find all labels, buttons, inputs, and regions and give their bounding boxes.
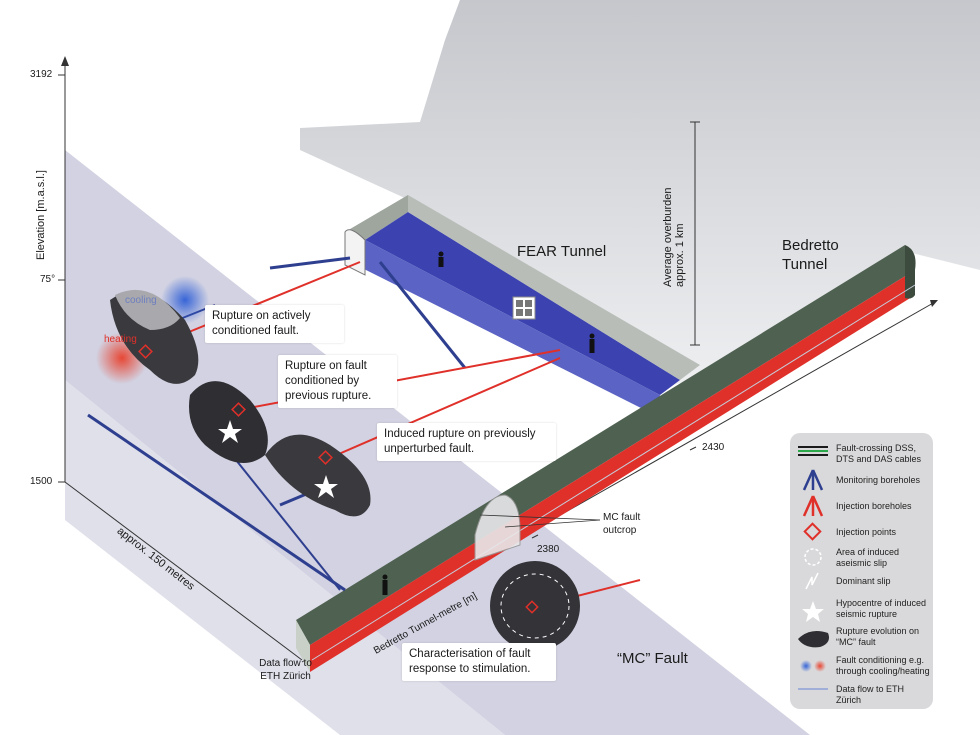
callout-actively-conditioned: Rupture on actively conditioned fault. bbox=[205, 305, 344, 343]
person-icon bbox=[382, 251, 595, 595]
legend-item-cables: Fault-crossing DSS, DTS and DAS cables bbox=[836, 443, 922, 464]
legend-item-injection-points: Injection points bbox=[836, 527, 897, 537]
legend-item-hypocentre: Hypocentre of induced seismic rupture bbox=[836, 598, 927, 619]
legend: Fault-crossing DSS, DTS and DAS cables M… bbox=[790, 433, 933, 709]
cooling-label: cooling bbox=[125, 295, 157, 306]
mc-fault-title: “MC” Fault bbox=[617, 650, 688, 667]
elevation-label: Elevation [m.a.s.l.] bbox=[35, 170, 47, 260]
fear-tunnel-title: FEAR Tunnel bbox=[517, 243, 607, 260]
fault-patch-mc bbox=[490, 561, 580, 651]
elevation-mid-value: 1500 bbox=[30, 476, 53, 487]
legend-item-dataflow: Data flow to ETH Zürich bbox=[836, 684, 905, 705]
legend-item-injection: Injection boreholes bbox=[836, 501, 912, 511]
legend-injection-icon bbox=[802, 495, 824, 517]
fault-plane-lower bbox=[65, 380, 505, 735]
legend-rupture-icon bbox=[798, 631, 829, 648]
callout-unperturbed-fault: Induced rupture on previously unperturbe… bbox=[377, 423, 556, 461]
fault-patch-3 bbox=[265, 434, 371, 517]
sensor-rack bbox=[512, 296, 536, 320]
callout-previous-rupture: Rupture on fault conditioned by previous… bbox=[278, 355, 397, 408]
legend-item-conditioning: Fault conditioning e.g. through cooling/… bbox=[836, 655, 930, 676]
mc-outcrop-label: MC fault outcrop bbox=[603, 512, 641, 536]
legend-symbols bbox=[798, 446, 829, 690]
bedretto-tunnel bbox=[296, 245, 916, 672]
legend-item-aseismic: Area of induced aseismic slip bbox=[836, 547, 900, 568]
fault-patch-2 bbox=[189, 381, 268, 463]
fault-patch-1 bbox=[110, 289, 199, 384]
data-flow-label: Data flow to ETH Zürich bbox=[259, 658, 312, 682]
heating-label: heating bbox=[104, 334, 137, 345]
legend-item-monitoring: Monitoring boreholes bbox=[836, 475, 921, 485]
legend-item-slip: Dominant slip bbox=[836, 576, 891, 586]
legend-cable-icon bbox=[798, 446, 828, 456]
tunnel-metre-2380: 2380 bbox=[537, 544, 560, 555]
rock-mass bbox=[300, 0, 980, 395]
elevation-axis bbox=[58, 56, 69, 483]
width-axis bbox=[64, 481, 303, 661]
legend-injection-point-icon bbox=[803, 522, 822, 541]
bedretto-tunnel-title: Bedretto Tunnel bbox=[782, 237, 839, 273]
legend-slip-icon bbox=[805, 572, 819, 590]
legend-aseismic-icon bbox=[804, 548, 822, 566]
legend-item-rupture: Rupture evolution on “MC” fault bbox=[836, 626, 920, 647]
angle-value: 75° bbox=[40, 274, 56, 285]
legend-monitoring-icon bbox=[802, 469, 824, 491]
legend-conditioning-icon bbox=[800, 660, 826, 672]
overburden-label: Average overburden approx. 1 km bbox=[662, 187, 686, 287]
tunnel-metre-2430: 2430 bbox=[702, 442, 725, 453]
callout-characterisation: Characterisation of fault response to st… bbox=[402, 643, 556, 681]
legend-hypocentre-icon bbox=[802, 601, 824, 622]
mc-outcrop-arch bbox=[474, 494, 521, 561]
elevation-top-value: 3192 bbox=[30, 69, 53, 80]
